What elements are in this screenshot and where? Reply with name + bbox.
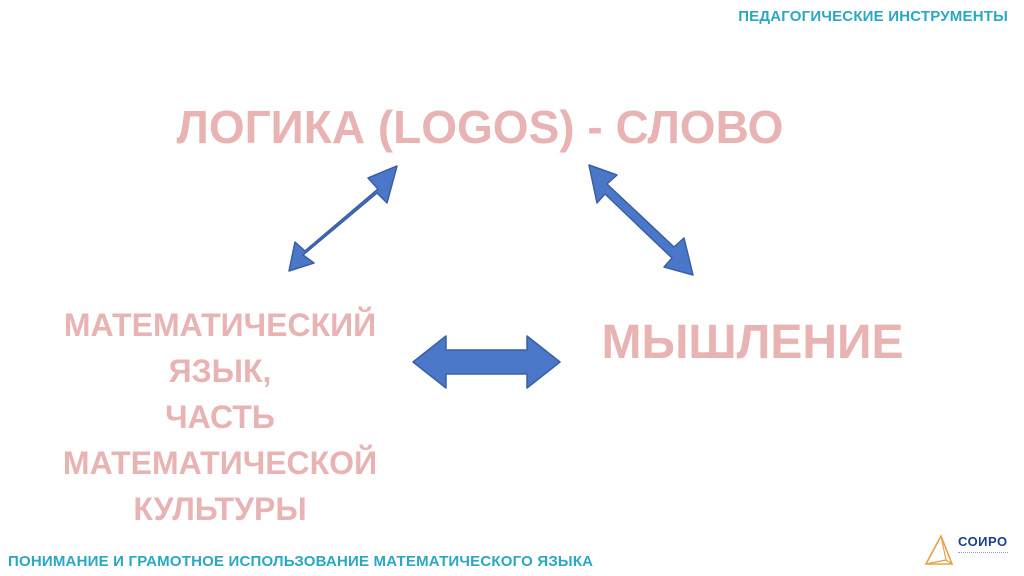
node-thinking: МЫШЛЕНИЕ — [601, 316, 904, 369]
arrow-logic-language — [288, 165, 398, 272]
node-logic: ЛОГИКА (LOGOS) - СЛОВО — [176, 101, 784, 153]
logo-underline — [958, 552, 1008, 555]
footer-title: ПОНИМАНИЕ И ГРАМОТНОЕ ИСПОЛЬЗОВАНИЕ МАТЕ… — [8, 553, 594, 570]
node-math-language-line: ЧАСТЬ — [165, 399, 275, 435]
node-math-language-line: МАТЕМАТИЧЕСКОЙ — [62, 445, 378, 481]
logo-text: СОИРО — [958, 534, 1008, 549]
pyramid-logo-icon — [924, 534, 954, 565]
node-math-language: МАТЕМАТИЧЕСКИЙ ЯЗЫК, ЧАСТЬ МАТЕМАТИЧЕСКО… — [40, 302, 400, 532]
header-title: ПЕДАГОГИЧЕСКИЕ ИНСТРУМЕНТЫ — [738, 8, 1008, 25]
node-math-language-line: ЯЗЫК, — [168, 353, 272, 389]
node-math-language-line: МАТЕМАТИЧЕСКИЙ — [63, 307, 377, 343]
arrow-logic-thinking — [588, 164, 694, 276]
arrow-language-thinking — [412, 335, 561, 389]
organization-logo: СОИРО — [924, 530, 1012, 570]
node-math-language-line: КУЛЬТУРЫ — [133, 491, 307, 527]
